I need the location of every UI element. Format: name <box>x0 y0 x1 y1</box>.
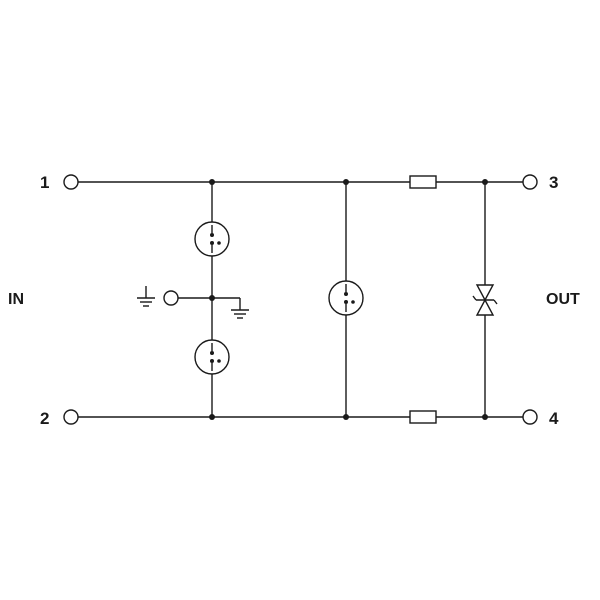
junction-dot <box>343 179 349 185</box>
gas-discharge-tube-icon <box>194 221 230 257</box>
terminal-1-circle-icon[interactable] <box>63 174 79 190</box>
gas-discharge-tube-icon <box>328 280 364 316</box>
ground-icon <box>231 309 249 319</box>
resistor-icon <box>409 410 437 424</box>
ground-icon <box>137 286 155 307</box>
output-label: OUT <box>546 291 580 308</box>
junction-dot <box>209 295 215 301</box>
bidirectional-tvs-diode-icon <box>472 284 498 316</box>
terminal-4-label: 4 <box>549 409 559 428</box>
resistor-icon <box>409 175 437 189</box>
terminal-2-label: 2 <box>40 409 49 428</box>
terminal-4-circle-icon[interactable] <box>522 409 538 425</box>
junction-dot <box>343 414 349 420</box>
gas-discharge-tube-icon <box>194 339 230 375</box>
input-label: IN <box>8 291 24 308</box>
junction-dot <box>209 179 215 185</box>
ground-terminal-circle-icon[interactable] <box>163 290 179 306</box>
junction-dot <box>209 414 215 420</box>
junction-dot <box>482 414 488 420</box>
terminal-1-label: 1 <box>40 173 49 192</box>
terminal-3-label: 3 <box>549 173 558 192</box>
junction-dot <box>482 179 488 185</box>
terminal-3-circle-icon[interactable] <box>522 174 538 190</box>
terminal-2-circle-icon[interactable] <box>63 409 79 425</box>
